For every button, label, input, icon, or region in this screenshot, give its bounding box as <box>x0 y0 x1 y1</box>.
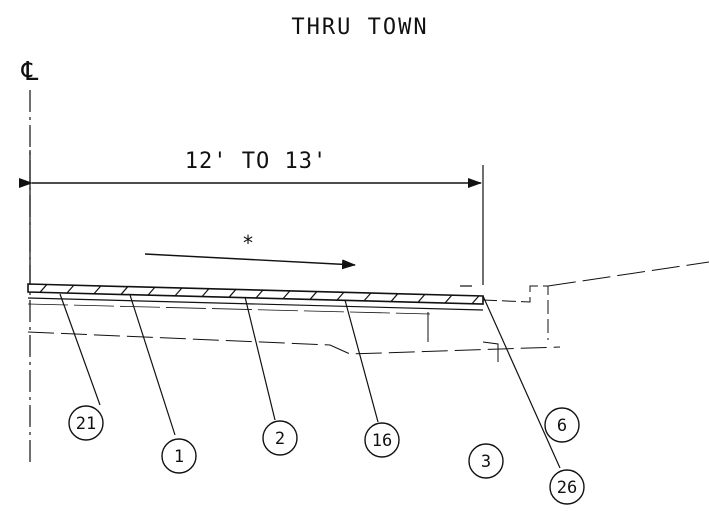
base-course-line-lower <box>27 303 431 315</box>
hatch-mark <box>282 290 291 300</box>
hatch-mark <box>174 287 183 297</box>
callout-16: 16 <box>364 422 400 458</box>
curb-and-gutter <box>427 261 709 362</box>
dimension-label: 12' TO 13' <box>185 149 327 174</box>
callout-6: 6 <box>544 407 580 443</box>
callout-leaders <box>59 293 561 469</box>
subgrade-line <box>27 331 561 355</box>
callout-21: 21 <box>68 405 104 441</box>
hatch-mark <box>444 294 453 304</box>
callout-1: 1 <box>161 438 197 474</box>
hatch-mark <box>390 293 399 302</box>
svg-text:21: 21 <box>76 414 96 434</box>
hatch-mark <box>120 286 129 295</box>
surface-course <box>27 283 484 305</box>
svg-text:26: 26 <box>557 478 577 498</box>
hatch-mark <box>363 292 372 302</box>
hatch-mark <box>336 291 345 301</box>
slope-arrow <box>144 253 356 270</box>
base-course-line <box>27 297 484 311</box>
svg-text:3: 3 <box>481 452 491 472</box>
svg-text:6: 6 <box>557 416 567 436</box>
centerline-symbol: ℄ <box>21 57 39 87</box>
hatch-mark <box>417 293 426 303</box>
svg-text:16: 16 <box>372 431 392 451</box>
callout-26: 26 <box>549 469 585 505</box>
hatch-mark <box>255 289 264 299</box>
callout-2: 2 <box>262 420 298 456</box>
hatch-mark <box>147 286 156 296</box>
hatch-mark <box>309 291 318 300</box>
hatch-mark <box>471 295 480 305</box>
callout-3: 3 <box>468 443 504 479</box>
hatch-mark <box>201 288 210 297</box>
hatch-mark <box>228 288 237 298</box>
svg-text:1: 1 <box>174 447 184 467</box>
hatch-mark <box>39 283 48 293</box>
svg-text:2: 2 <box>275 429 285 449</box>
drawing-title: THRU TOWN <box>291 15 428 40</box>
hatch-mark <box>93 285 102 295</box>
slope-note: * <box>242 231 254 255</box>
hatch-mark <box>66 284 75 294</box>
